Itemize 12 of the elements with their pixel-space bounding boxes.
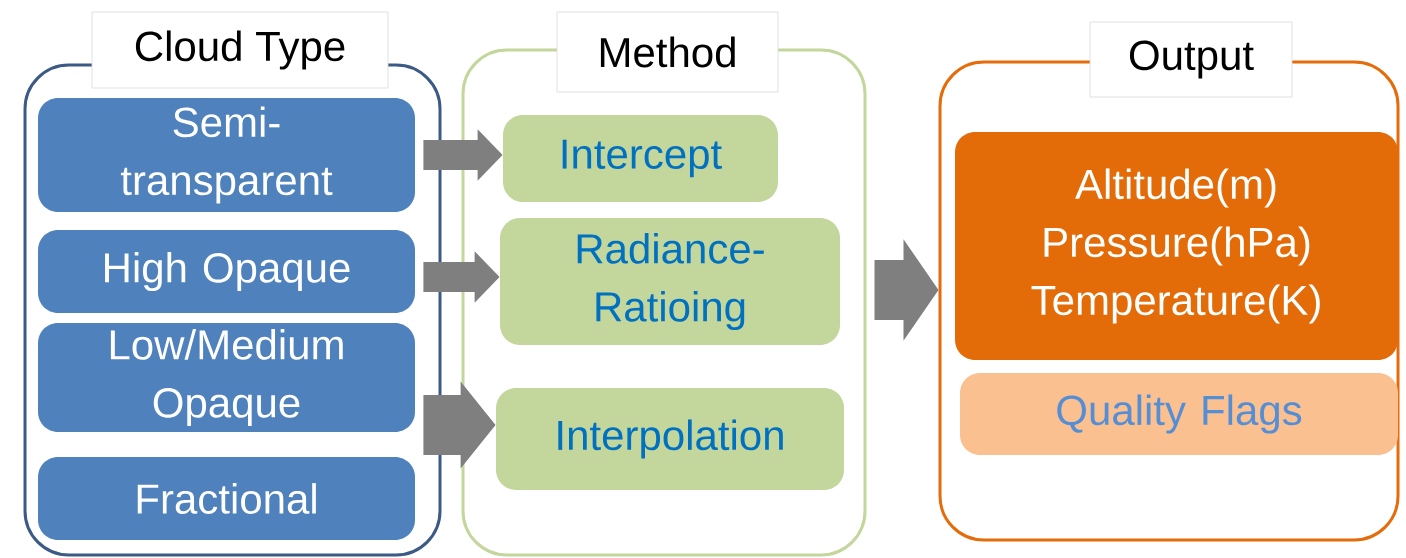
rounded-box: Semi-transparent [38, 98, 415, 212]
heading-box: Cloud Type [91, 11, 389, 89]
rounded-box: Fractional [38, 457, 415, 540]
rounded-box: Low/Medium Opaque [38, 323, 415, 432]
rounded-box: High Opaque [38, 230, 415, 313]
rounded-box: Intercept [503, 115, 778, 202]
rounded-box: Interpolation [496, 388, 844, 490]
heading-box: Method [556, 11, 779, 93]
rounded-box: Altitude(m) Pressure(hPa) Temperature(K) [955, 132, 1398, 360]
rounded-box: Quality Flags [960, 373, 1398, 455]
rounded-box: Radiance-Ratioing [500, 218, 840, 345]
heading-box: Output [1089, 21, 1293, 98]
